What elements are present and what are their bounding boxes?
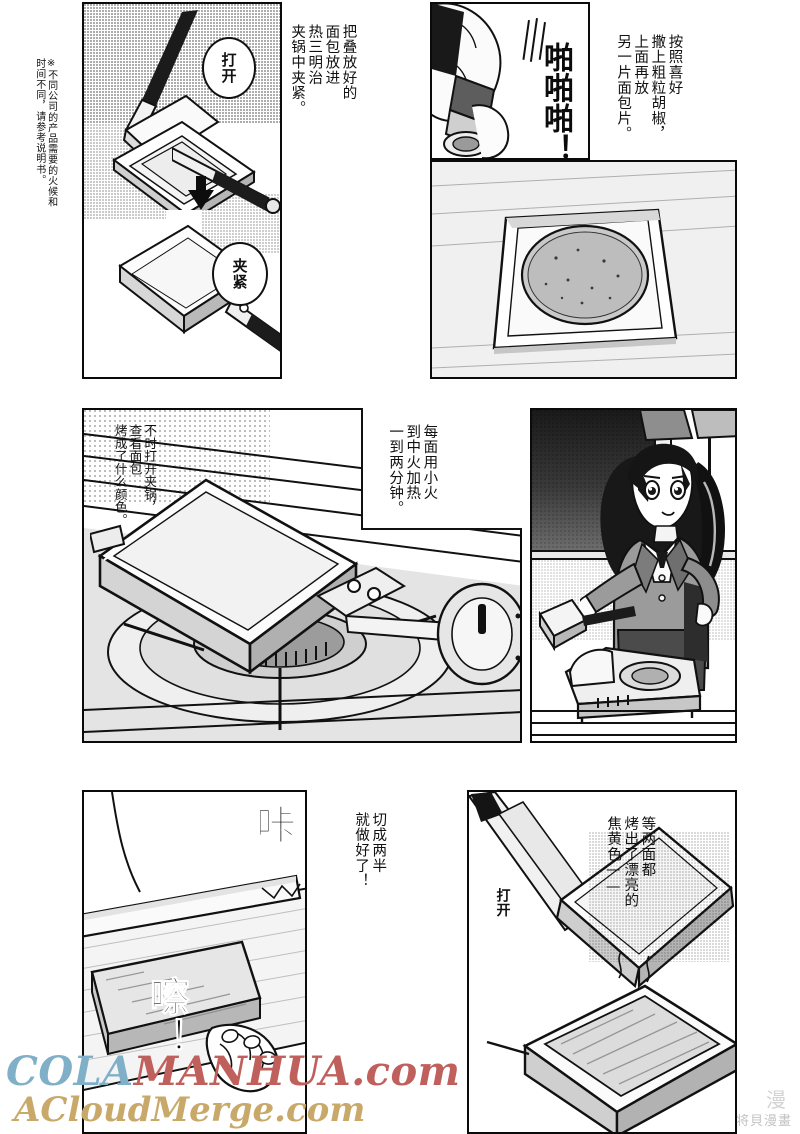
press-handle-art	[172, 146, 280, 214]
press-in-hand-art	[538, 598, 636, 652]
bread-board-art	[432, 162, 735, 377]
callout-clamp-label: 夹紧	[230, 258, 249, 290]
sfx-knife-cut: 咔	[249, 804, 296, 846]
press-open-art	[112, 10, 256, 210]
callout-open: 打开	[202, 37, 256, 99]
stove-knob-art	[436, 582, 520, 686]
narration-heat-time: 每面用小火 到中火加热 一到两分钟。	[387, 424, 438, 517]
sandwich-press-closed-art	[90, 478, 359, 675]
down-arrow-head	[188, 190, 214, 210]
watermark-corner-cn: 漫	[766, 1084, 787, 1113]
narration-golden-brown: 等两面都 烤出了漂亮的 焦黄色——	[605, 816, 656, 909]
sfx-slice: 嚓！	[143, 976, 190, 1059]
narration-press-bread: 把叠放好的 面包放进 热三明治 夹锅中夹紧。	[289, 24, 357, 117]
narration-box-heat	[361, 408, 522, 530]
watermark-corner-cn-sub: 将貝漫畫	[736, 1110, 792, 1129]
press-opening-art	[469, 792, 735, 1132]
watermark-corner-cn-sub-text: 将貝漫畫	[736, 1114, 793, 1129]
panel-bread-with-filling	[430, 160, 737, 379]
panel-girl-at-stove	[530, 408, 737, 743]
callout-clamp: 夹紧	[212, 242, 268, 306]
watermark-corner-cn-text: 漫	[766, 1088, 787, 1112]
footnote-product-varies: ※不同公司的产品需要的火候和 时间不同，请参考说明书。	[33, 58, 57, 208]
panel-cutting-sandwich: 咔 嚓！	[82, 790, 307, 1134]
pepper-grinder-art	[432, 4, 510, 158]
portable-stove-art	[564, 646, 702, 724]
down-arrow-stem	[196, 176, 206, 194]
cabinet-art	[640, 410, 735, 442]
panel-pepper-grinder	[430, 2, 590, 160]
handwriting-check-color: 不时打开夹锅， 查看面包 烤成了什么颜色。	[112, 424, 158, 526]
panel-opening-press-result: 打开	[467, 790, 737, 1134]
narration-cut-in-half: 切成两半 就做好了！	[353, 812, 387, 889]
callout-open-press: 打开	[494, 888, 511, 918]
cutting-board-art	[84, 792, 305, 1093]
narration-sprinkle-pepper: 按照喜好 撒上粗粒胡椒， 上面再放 另一片面包片。	[615, 34, 683, 142]
callout-open-label: 打开	[219, 52, 238, 84]
sfx-pepper-grind: 啪啪啪！	[538, 42, 573, 165]
panel-sandwich-press-open-close: 打开 夹紧	[82, 2, 282, 379]
